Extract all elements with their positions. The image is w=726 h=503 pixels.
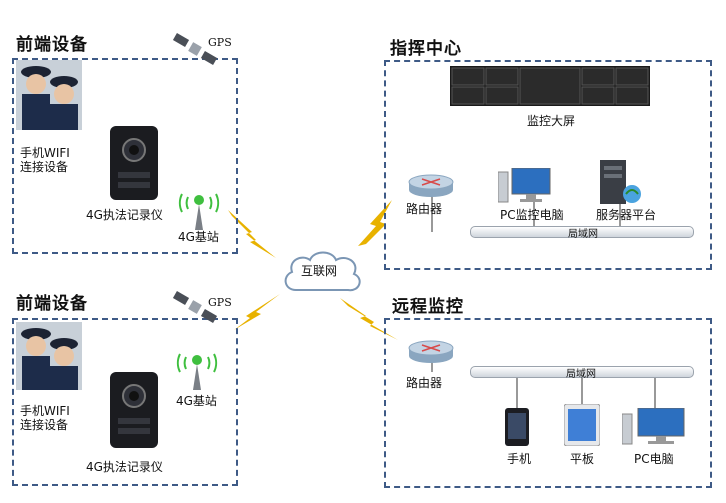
body-camera-icon bbox=[106, 126, 162, 200]
phone-label: 手机 bbox=[507, 452, 532, 466]
desktop-pc-icon bbox=[497, 167, 552, 204]
police-photo bbox=[16, 60, 82, 130]
router-icon bbox=[406, 340, 456, 364]
front-bottom-title: 前端设备 bbox=[16, 294, 88, 314]
router-label: 路由器 bbox=[406, 376, 443, 390]
pc-monitor-label: PC监控电脑 bbox=[500, 208, 564, 222]
base-station-label: 4G基站 bbox=[176, 394, 217, 408]
gps-label: GPS bbox=[208, 36, 232, 49]
server-icon bbox=[596, 160, 642, 206]
connect-device-label: 连接设备 bbox=[20, 160, 69, 174]
command-center-title: 指挥中心 bbox=[390, 39, 462, 59]
front-bottom-panel bbox=[12, 318, 238, 486]
pc-label: PC电脑 bbox=[634, 452, 674, 466]
lightning-bolt-top-right bbox=[358, 200, 392, 246]
lightning-bolt-bottom-left bbox=[226, 294, 280, 336]
police-photo bbox=[16, 322, 82, 390]
front-top-panel bbox=[12, 58, 238, 254]
phone-wifi-label: 手机WIFI bbox=[20, 404, 70, 418]
recorder-label: 4G执法记录仪 bbox=[86, 208, 163, 222]
recorder-label: 4G执法记录仪 bbox=[86, 460, 163, 474]
smartphone-icon bbox=[505, 408, 529, 446]
lan-bus bbox=[470, 226, 694, 238]
lan-label: 局域网 bbox=[568, 229, 598, 240]
phone-wifi-label: 手机WIFI bbox=[20, 146, 70, 160]
router-label: 路由器 bbox=[406, 202, 443, 216]
cell-tower-icon bbox=[174, 186, 224, 230]
tablet-label: 平板 bbox=[570, 452, 595, 466]
body-camera-icon bbox=[106, 372, 162, 448]
front-top-title: 前端设备 bbox=[16, 35, 88, 55]
remote-title: 远程监控 bbox=[392, 297, 464, 317]
router-icon bbox=[406, 174, 456, 198]
satellite-icon bbox=[172, 30, 220, 70]
server-platform-label: 服务器平台 bbox=[596, 208, 657, 222]
internet-label: 互联网 bbox=[301, 264, 338, 278]
tablet-icon bbox=[563, 403, 601, 447]
video-wall-icon bbox=[450, 66, 650, 106]
desktop-pc-icon bbox=[621, 407, 686, 446]
base-station-label: 4G基站 bbox=[178, 230, 219, 244]
connect-device-label: 连接设备 bbox=[20, 418, 69, 432]
cloud-icon bbox=[280, 246, 364, 298]
lightning-bolt-bottom-right bbox=[340, 298, 398, 340]
lightning-bolt-top-left bbox=[228, 210, 276, 258]
satellite-icon bbox=[172, 288, 220, 328]
lan-label: 局域网 bbox=[566, 369, 596, 380]
lan-bus bbox=[470, 366, 694, 378]
screen-wall-label: 监控大屏 bbox=[527, 114, 576, 128]
remote-panel bbox=[384, 318, 712, 488]
cell-tower-icon bbox=[172, 346, 222, 390]
gps-label: GPS bbox=[208, 296, 232, 309]
command-center-panel bbox=[384, 60, 712, 270]
